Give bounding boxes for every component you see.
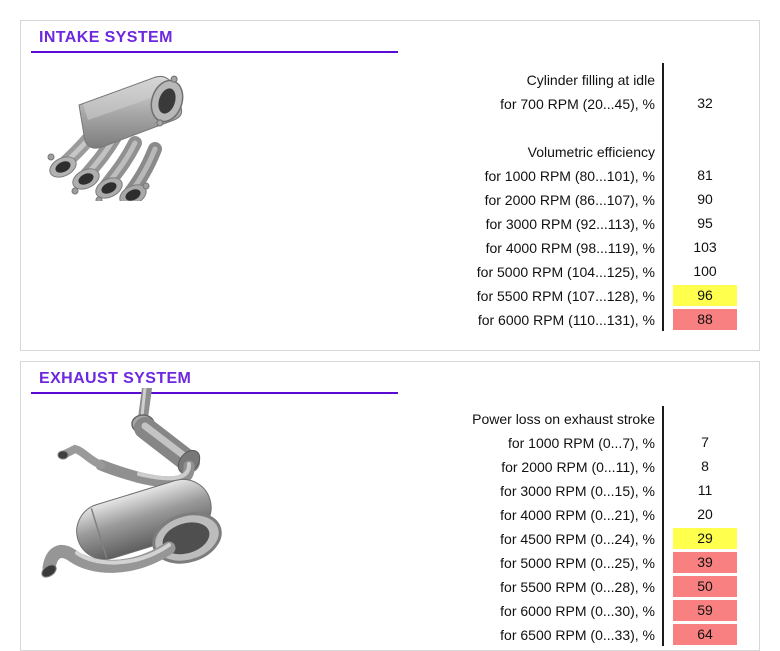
row-label: for 6000 RPM (110...131), % [477,312,655,328]
row-label: Cylinder filling at idle [526,72,655,88]
table-row: for 5500 RPM (107...128), % 96 [21,284,759,308]
table-spacer-row [21,116,759,140]
row-label: for 3000 RPM (92...113), % [485,216,655,232]
table-row: for 5000 RPM (0...25), % 39 [21,551,759,575]
table-row: for 2000 RPM (86...107), % 90 [21,188,759,212]
row-value-red-warning: 39 [673,552,737,573]
row-label: for 2000 RPM (86...107), % [484,192,655,208]
row-label: for 5000 RPM (0...25), % [500,555,655,571]
row-label: for 1000 RPM (0...7), % [507,435,655,451]
row-label: Power loss on exhaust stroke [472,411,655,427]
row-label: for 1000 RPM (80...101), % [484,168,655,184]
table-row: for 4500 RPM (0...24), % 29 [21,527,759,551]
row-value: 100 [693,263,717,279]
table-row: for 3000 RPM (92...113), % 95 [21,212,759,236]
exhaust-measurements-table: Power loss on exhaust stroke for 1000 RPM… [21,407,759,647]
row-value-yellow-warning: 96 [673,285,737,306]
row-label: for 4000 RPM (0...21), % [500,507,655,523]
row-value: 103 [693,239,717,255]
row-value-red-warning: 59 [673,600,737,621]
exhaust-system-image [41,388,222,578]
row-label: for 700 RPM (20...45), % [500,96,655,112]
row-value-red-warning: 64 [673,624,737,645]
section-title-text: INTAKE SYSTEM [39,29,173,46]
row-label: for 2000 RPM (0...11), % [501,459,655,475]
row-label: for 5500 RPM (0...28), % [500,579,655,595]
table-row: for 2000 RPM (0...11), % 8 [21,455,759,479]
row-label: for 6000 RPM (0...30), % [500,603,655,619]
row-label: for 5000 RPM (104...125), % [476,264,655,280]
table-row: for 3000 RPM (0...15), % 11 [21,479,759,503]
row-label: for 3000 RPM (0...15), % [500,483,655,499]
table-row: for 1000 RPM (0...7), % 7 [21,431,759,455]
row-value: 32 [697,95,713,111]
row-value: 95 [697,215,713,231]
row-label: for 6500 RPM (0...33), % [500,627,655,643]
intake-manifold-image [47,75,184,201]
row-value: 90 [697,191,713,207]
table-divider-line [662,406,664,646]
row-label [21,116,655,140]
row-label: for 5500 RPM (107...128), % [476,288,655,304]
row-label: Volumetric efficiency [527,144,655,160]
table-row: for 6500 RPM (0...33), % 64 [21,623,759,647]
table-row: for 6000 RPM (110...131), % 88 [21,308,759,332]
table-group-header-row: Power loss on exhaust stroke [21,407,759,431]
intake-measurements-table: Cylinder filling at idle for 700 RPM (20.… [21,68,759,332]
row-value: 81 [697,167,713,183]
exhaust-section-title: EXHAUST SYSTEM [31,370,398,394]
row-value: 7 [701,434,709,450]
intake-section-title: INTAKE SYSTEM [31,29,398,53]
table-group-header-row: Cylinder filling at idle [21,68,759,92]
row-value-red-warning: 88 [673,309,737,330]
row-label: for 4000 RPM (98...119), % [485,240,655,256]
table-row: for 6000 RPM (0...30), % 59 [21,599,759,623]
table-row: for 4000 RPM (98...119), % 103 [21,236,759,260]
table-row: for 700 RPM (20...45), % 32 [21,92,759,116]
intake-system-panel: INTAKE SYSTEM [20,20,760,351]
row-value: 20 [697,506,713,522]
table-row: for 5500 RPM (0...28), % 50 [21,575,759,599]
table-divider-line [662,63,664,331]
row-value-yellow-warning: 29 [673,528,737,549]
table-row: for 4000 RPM (0...21), % 20 [21,503,759,527]
row-value-red-warning: 50 [673,576,737,597]
row-value: 11 [697,482,713,498]
exhaust-system-panel: EXHAUST SYSTEM [20,361,760,651]
section-title-text: EXHAUST SYSTEM [39,370,192,387]
row-label: for 4500 RPM (0...24), % [500,531,655,547]
table-row: for 1000 RPM (80...101), % 81 [21,164,759,188]
table-row: for 5000 RPM (104...125), % 100 [21,260,759,284]
row-value: 8 [701,458,709,474]
table-group-header-row: Volumetric efficiency [21,140,759,164]
